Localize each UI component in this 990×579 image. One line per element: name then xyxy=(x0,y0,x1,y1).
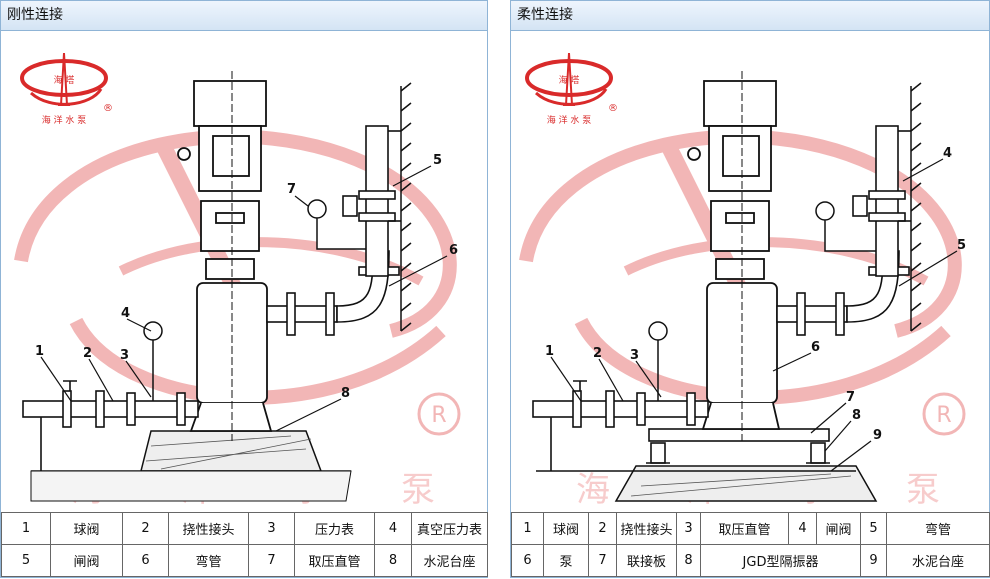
pressure-gauge xyxy=(143,321,163,401)
legend-row: 1 球阀 2 挠性接头 3 取压直管 4 闸阀 5 弯管 xyxy=(511,512,990,545)
legend-number: 6 xyxy=(511,544,544,577)
callout-number: 7 xyxy=(287,182,296,197)
callout-number: 6 xyxy=(811,340,820,355)
legend-number: 4 xyxy=(374,512,412,545)
wall xyxy=(400,82,412,332)
legend-name: JGD型隔振器 xyxy=(700,544,861,577)
discharge-pipeline xyxy=(266,125,401,336)
callout-number: 4 xyxy=(121,306,130,321)
callout-number: 8 xyxy=(341,386,350,401)
callout-number: 2 xyxy=(593,346,602,361)
svg-text:R: R xyxy=(936,403,951,428)
watermark-char: 海 xyxy=(576,470,610,510)
callout-number: 3 xyxy=(120,348,129,363)
logo-registered-mark: ® xyxy=(103,103,113,114)
callout-number: 1 xyxy=(545,344,554,359)
legend-number: 7 xyxy=(248,544,295,577)
logo-bottom-text: 海 洋 水 泵 xyxy=(547,114,592,126)
callout-number: 5 xyxy=(957,238,966,253)
logo-top-text: 海 塔 xyxy=(54,74,75,86)
watermark-char: 泵 xyxy=(401,470,435,510)
svg-text:R: R xyxy=(431,403,446,428)
legend-name: 球阀 xyxy=(50,512,123,545)
legend-name: 闸阀 xyxy=(816,512,861,545)
vertical-pump xyxy=(177,71,273,441)
suction-pipeline xyxy=(22,380,199,471)
cement-base xyxy=(30,430,352,502)
legend-name: 联接板 xyxy=(616,544,677,577)
callout-leaders xyxy=(550,158,958,472)
callout-number: 2 xyxy=(83,346,92,361)
rigid-connection-panel: 刚性连接 R 海 洋 水 泵 海 塔 海 洋 水 泵 ® xyxy=(0,0,488,578)
suction-pipeline xyxy=(532,380,709,471)
legend-number: 4 xyxy=(788,512,817,545)
parts-legend-table: 1 球阀 2 挠性接头 3 取压直管 4 闸阀 5 弯管 6 泵 7 联接板 8… xyxy=(511,512,990,577)
brand-logo: 海 塔 海 洋 水 泵 ® xyxy=(20,52,113,126)
legend-number: 2 xyxy=(588,512,617,545)
brand-logo: 海 塔 海 洋 水 泵 ® xyxy=(525,52,618,126)
watermark-registered: R xyxy=(417,392,461,436)
legend-name: 取压直管 xyxy=(294,544,375,577)
legend-number: 5 xyxy=(860,512,887,545)
legend-name: 闸阀 xyxy=(50,544,123,577)
logo-registered-mark: ® xyxy=(608,103,618,114)
vertical-pump xyxy=(687,71,781,441)
flexible-connection-diagram: R 海 洋 水 泵 海 塔 海 洋 水 泵 ® xyxy=(519,52,966,510)
logo-bottom-text: 海 洋 水 泵 xyxy=(42,114,87,126)
legend-name: 泵 xyxy=(543,544,589,577)
legend-number: 3 xyxy=(676,512,701,545)
callout-number: 5 xyxy=(433,153,442,168)
legend-number: 1 xyxy=(1,512,51,545)
legend-name: 挠性接头 xyxy=(168,512,249,545)
legend-name: 取压直管 xyxy=(700,512,789,545)
callout-number: 8 xyxy=(852,408,861,423)
callout-leaders xyxy=(40,165,448,432)
legend-name: 真空压力表 xyxy=(411,512,488,545)
watermark-registered: R xyxy=(922,392,966,436)
callout-number: 1 xyxy=(35,344,44,359)
logo-top-text: 海 塔 xyxy=(559,74,580,86)
panel-title: 刚性连接 xyxy=(1,1,487,31)
discharge-pipeline xyxy=(776,125,911,336)
legend-number: 8 xyxy=(676,544,701,577)
legend-number: 8 xyxy=(374,544,412,577)
legend-name: 水泥台座 xyxy=(886,544,990,577)
rigid-connection-diagram: R 海 洋 水 泵 海 塔 海 洋 水 泵 ® xyxy=(14,52,461,510)
vacuum-pressure-gauge xyxy=(307,199,366,250)
legend-name: 弯管 xyxy=(886,512,990,545)
legend-name: 压力表 xyxy=(294,512,375,545)
connecting-plate xyxy=(648,428,830,442)
legend-row: 1 球阀 2 挠性接头 3 压力表 4 真空压力表 xyxy=(1,512,488,545)
legend-number: 1 xyxy=(511,512,544,545)
wall xyxy=(910,82,922,332)
legend-number: 2 xyxy=(122,512,169,545)
legend-row: 5 闸阀 6 弯管 7 取压直管 8 水泥台座 xyxy=(1,544,488,577)
legend-name: 弯管 xyxy=(168,544,249,577)
legend-number: 3 xyxy=(248,512,295,545)
legend-name: 球阀 xyxy=(543,512,589,545)
callout-number: 4 xyxy=(943,146,952,161)
callout-number: 9 xyxy=(873,428,882,443)
watermark-char: 泵 xyxy=(906,470,940,510)
legend-name: 水泥台座 xyxy=(411,544,488,577)
parts-legend-table: 1 球阀 2 挠性接头 3 压力表 4 真空压力表 5 闸阀 6 弯管 7 取压… xyxy=(1,512,488,577)
legend-row: 6 泵 7 联接板 8 JGD型隔振器 9 水泥台座 xyxy=(511,544,990,577)
legend-name: 挠性接头 xyxy=(616,512,677,545)
cement-base xyxy=(536,465,878,502)
flexible-connection-panel: 柔性连接 R 海 洋 水 泵 海 塔 海 洋 水 泵 ® xyxy=(510,0,990,578)
legend-number: 6 xyxy=(122,544,169,577)
vibration-isolator xyxy=(646,442,830,464)
callout-number: 3 xyxy=(630,348,639,363)
callout-number: 7 xyxy=(846,390,855,405)
panel-title: 柔性连接 xyxy=(511,1,989,31)
legend-number: 9 xyxy=(860,544,887,577)
legend-number: 7 xyxy=(588,544,617,577)
callout-number: 6 xyxy=(449,243,458,258)
legend-number: 5 xyxy=(1,544,51,577)
pressure-gauge xyxy=(648,201,876,401)
